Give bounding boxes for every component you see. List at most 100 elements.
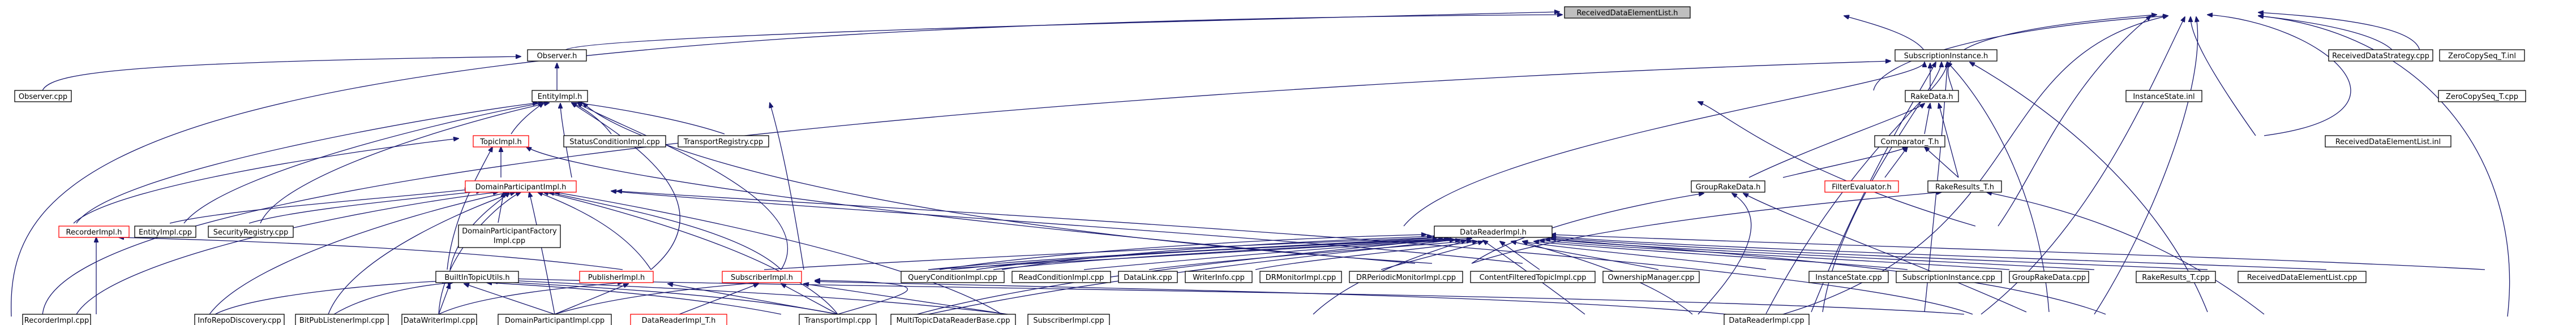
- edge: [1545, 239, 2095, 270]
- node-subscriber-impl-h[interactable]: SubscriberImpl.h: [722, 271, 802, 283]
- edge: [1500, 241, 1540, 270]
- node-label: DRPeriodicMonitorImpl.cpp: [1356, 274, 1456, 282]
- edge: [119, 237, 623, 270]
- node-subscription-instance-h[interactable]: SubscriptionInstance.h: [1895, 49, 1998, 62]
- edge: [1748, 103, 1925, 178]
- node-label: QueryConditionImpl.cpp: [908, 274, 997, 282]
- edge: [611, 191, 1523, 264]
- edge: [928, 240, 1455, 315]
- edge: [1698, 102, 1976, 227]
- node-label: RecorderImpl.h: [66, 228, 122, 237]
- node-security-registry-cpp[interactable]: SecurityRegistry.cpp: [208, 226, 294, 238]
- node-topic-impl-h[interactable]: TopicImpl.h: [473, 135, 529, 148]
- edge: [572, 103, 680, 270]
- edge: [560, 103, 572, 178]
- edge: [2094, 17, 2198, 315]
- edge: [248, 191, 481, 224]
- node-data-link-cpp[interactable]: DataLink.cpp: [1118, 271, 1178, 283]
- edge: [1743, 193, 2027, 313]
- node-observer-h[interactable]: Observer.h: [527, 49, 587, 62]
- node-zero-copy-seq-t-inl[interactable]: ZeroCopySeq_T.inl: [2439, 49, 2525, 62]
- node-transport-registry-cpp[interactable]: TransportRegistry.cpp: [678, 135, 769, 148]
- node-data-reader-impl-cpp[interactable]: DataReaderImpl.cpp: [1724, 314, 1810, 325]
- node-label: RakeResults_T.cpp: [2142, 274, 2209, 282]
- node-instance-state-inl[interactable]: InstanceState.inl: [2125, 90, 2202, 102]
- edge: [328, 192, 515, 315]
- edge: [447, 147, 492, 270]
- node-label: DomainParticipantImpl.cpp: [505, 317, 605, 325]
- node-rake-results-t-cpp[interactable]: RakeResults_T.cpp: [2136, 271, 2216, 283]
- node-label: TransportImpl.cpp: [804, 317, 871, 325]
- node-recorder-impl-cpp[interactable]: RecorderImpl.cpp: [22, 314, 91, 325]
- node-received-data-strategy-cpp[interactable]: ReceivedDataStrategy.cpp: [2328, 49, 2433, 62]
- edge: [764, 237, 1438, 270]
- node-multi-topic-data-reader-base-cpp[interactable]: MultiTopicDataReaderBase.cpp: [890, 314, 1016, 325]
- node-info-repo-discovery-cpp[interactable]: InfoRepoDiscovery.cpp: [194, 314, 285, 325]
- node-received-data-element-list-h[interactable]: ReceivedDataElementList.h: [1564, 6, 1691, 19]
- edge: [1255, 241, 1477, 270]
- node-instance-state-cpp[interactable]: InstanceState.cpp: [1808, 271, 1889, 283]
- node-rake-results-t-h[interactable]: RakeResults_T.h: [1927, 180, 2002, 193]
- node-writer-info-cpp[interactable]: WriterInfo.cpp: [1185, 271, 1253, 283]
- node-domain-participant-factory-impl-cpp[interactable]: DomainParticipantFactory Impl.cpp: [458, 224, 561, 248]
- edge: [498, 280, 1008, 315]
- node-label: DomainParticipantImpl.h: [475, 183, 567, 192]
- node-recorder-impl-h[interactable]: RecorderImpl.h: [58, 226, 130, 238]
- node-label: DataReaderImpl.cpp: [1729, 317, 1804, 325]
- node-label: ReadConditionImpl.cpp: [1019, 274, 1104, 282]
- node-label: ZeroCopySeq_T.cpp: [2446, 93, 2518, 101]
- node-subscription-instance-cpp[interactable]: SubscriptionInstance.cpp: [1896, 271, 2002, 283]
- edge: [976, 239, 1472, 270]
- node-domain-participant-impl-h[interactable]: DomainParticipantImpl.h: [465, 180, 577, 193]
- node-publisher-impl-h[interactable]: PublisherImpl.h: [579, 271, 654, 283]
- edge: [1987, 192, 2265, 315]
- node-filter-evaluator-h[interactable]: FilterEvaluator.h: [1824, 180, 1899, 193]
- node-rake-data-h[interactable]: RakeData.h: [1905, 90, 1959, 102]
- node-received-data-element-list-cpp[interactable]: ReceivedDataElementList.cpp: [2238, 271, 2367, 283]
- node-label: RakeResults_T.h: [1935, 183, 1994, 192]
- node-dr-monitor-impl-cpp[interactable]: DRMonitorImpl.cpp: [1259, 271, 1342, 283]
- edge: [543, 192, 838, 315]
- edge-layer: [11, 12, 2510, 317]
- node-entity-impl-h[interactable]: EntityImpl.h: [532, 90, 588, 102]
- node-layer: ReceivedDataElementList.h Observer.h Sub…: [14, 6, 2526, 325]
- edge: [1844, 16, 1925, 51]
- edge: [939, 235, 1426, 270]
- edge: [464, 284, 555, 315]
- node-bit-pub-listener-impl-cpp[interactable]: BitPubListenerImpl.cpp: [295, 314, 389, 325]
- node-status-condition-impl-cpp[interactable]: StatusConditionImpl.cpp: [563, 135, 666, 148]
- node-transport-impl-cpp[interactable]: TransportImpl.cpp: [799, 314, 877, 325]
- node-query-condition-impl-cpp[interactable]: QueryConditionImpl.cpp: [901, 271, 1005, 283]
- node-zero-copy-seq-t-cpp[interactable]: ZeroCopySeq_T.cpp: [2438, 90, 2526, 102]
- node-entity-impl-cpp[interactable]: EntityImpl.cpp: [134, 226, 196, 238]
- node-data-reader-impl-h[interactable]: DataReaderImpl.h: [1434, 226, 1553, 238]
- node-label: InstanceState.inl: [2133, 93, 2194, 101]
- node-ownership-manager-cpp[interactable]: OwnershipManager.cpp: [1602, 271, 1700, 283]
- node-domain-participant-impl-cpp[interactable]: DomainParticipantImpl.cpp: [498, 314, 612, 325]
- node-data-reader-impl-t-h[interactable]: DataReaderImpl_T.h: [630, 314, 727, 325]
- edge: [76, 103, 538, 224]
- node-group-rake-data-cpp[interactable]: GroupRakeData.cpp: [2009, 271, 2089, 283]
- edge: [492, 281, 838, 315]
- node-comparator-t-h[interactable]: Comparator_T.h: [1874, 135, 1945, 148]
- node-label: ContentFilteredTopicImpl.cpp: [1480, 274, 1587, 282]
- node-subscriber-impl-cpp[interactable]: SubscriberImpl.cpp: [1027, 314, 1110, 325]
- node-label: DomainParticipantFactory: [462, 227, 557, 236]
- node-observer-cpp[interactable]: Observer.cpp: [14, 90, 72, 102]
- node-content-filtered-topic-impl-cpp[interactable]: ContentFilteredTopicImpl.cpp: [1470, 271, 1596, 283]
- edge: [1551, 235, 2485, 270]
- node-read-condition-impl-cpp[interactable]: ReadConditionImpl.cpp: [1011, 271, 1111, 283]
- edge: [526, 147, 1416, 264]
- edge: [1471, 192, 1941, 264]
- node-data-writer-impl-cpp[interactable]: DataWriterImpl.cpp: [401, 314, 477, 325]
- edge: [11, 15, 1562, 317]
- node-label: Impl.cpp: [494, 237, 525, 245]
- node-label: EntityImpl.cpp: [139, 228, 192, 237]
- node-received-data-element-list-inl[interactable]: ReceivedDataElementList.inl: [2325, 135, 2451, 148]
- node-group-rake-data-h[interactable]: GroupRakeData.h: [1691, 180, 1765, 193]
- node-label: SubscriberImpl.cpp: [1033, 317, 1104, 325]
- node-builtin-topic-utils-h[interactable]: BuiltInTopicUtils.h: [435, 271, 519, 283]
- node-dr-periodic-monitor-impl-cpp[interactable]: DRPeriodicMonitorImpl.cpp: [1349, 271, 1463, 283]
- edge: [1939, 103, 1959, 178]
- edge: [1551, 236, 2327, 270]
